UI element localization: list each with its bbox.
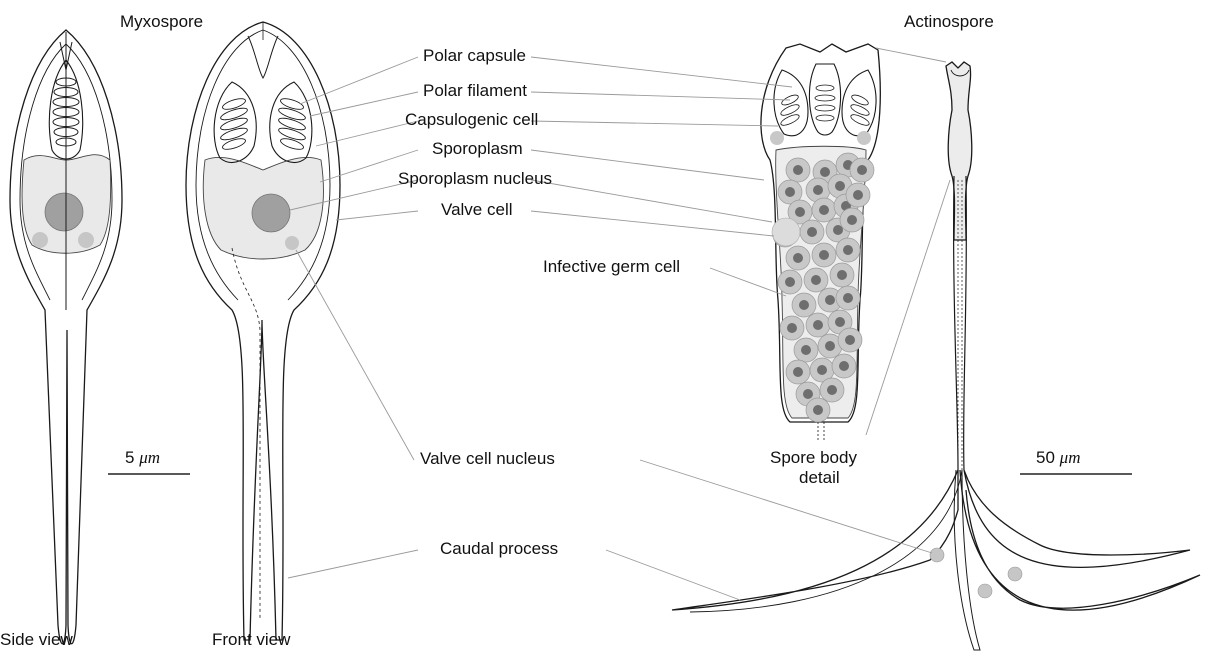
- side-view-valve-nucleus-right: [78, 232, 94, 248]
- germ-cell-nucleus: [811, 275, 821, 285]
- myxospore-heading: Myxospore: [120, 12, 203, 32]
- caudal-process-left: [672, 470, 958, 610]
- germ-cell-nucleus: [845, 335, 855, 345]
- germ-cell-nucleus: [825, 341, 835, 351]
- germ-cell-nucleus: [835, 181, 845, 191]
- label-sporoplasm-nucleus: Sporoplasm nucleus: [398, 169, 552, 189]
- germ-cell-nucleus: [825, 295, 835, 305]
- label-sporoplasm: Sporoplasm: [432, 139, 523, 159]
- germ-cell-nucleus: [785, 187, 795, 197]
- germ-cell-nucleus: [817, 365, 827, 375]
- detail-polar-capsule-right: [842, 70, 876, 136]
- germ-cell-nucleus: [813, 185, 823, 195]
- actinospore-head: [946, 62, 972, 240]
- germ-cell-nucleus: [813, 320, 823, 330]
- label-spore-body-detail-1: Spore body: [770, 448, 857, 468]
- detail-polar-filaments: [779, 85, 870, 127]
- germ-cell-nucleus: [843, 293, 853, 303]
- label-front-view: Front view: [212, 630, 290, 650]
- label-valve-cell-nucleus: Valve cell nucleus: [420, 449, 555, 469]
- front-view-polar-filaments: [219, 96, 306, 151]
- front-view-suture-dashed: [232, 248, 260, 620]
- actino-scale-value: 50: [1036, 448, 1055, 467]
- valve-cell-nucleus-b: [1008, 567, 1022, 581]
- myxo-scale-value: 5: [125, 448, 134, 467]
- myxospore-side-view: [10, 30, 122, 644]
- valve-cell-nucleus-a: [930, 548, 944, 562]
- detail-sporoplasm-nucleus: [772, 218, 800, 246]
- front-view-valve-nucleus: [285, 236, 299, 250]
- actinospore-heading: Actinospore: [904, 12, 994, 32]
- label-polar-capsule: Polar capsule: [423, 46, 526, 66]
- detail-polar-capsule-center: [809, 64, 840, 135]
- detail-capsulogenic-nucleus-left: [770, 131, 784, 145]
- germ-cell-nucleus: [799, 300, 809, 310]
- leader-polar-capsule-left: [300, 57, 418, 104]
- germ-cell-nucleus: [857, 165, 867, 175]
- caudal-process-left-inner: [690, 470, 962, 612]
- side-view-valve-nucleus-left: [32, 232, 48, 248]
- detail-polar-capsule-left: [774, 70, 808, 136]
- germ-cell-nucleus: [795, 207, 805, 217]
- germ-cell-nucleus: [835, 317, 845, 327]
- germ-cell-nucleus: [819, 250, 829, 260]
- detail-capsulogenic-nucleus-right: [857, 131, 871, 145]
- front-view-polar-capsule-right: [270, 82, 312, 162]
- front-view-sporoplasm-nucleus: [252, 194, 290, 232]
- front-view-polar-capsule-left: [214, 82, 256, 162]
- actino-scale-unit: μm: [1060, 448, 1081, 467]
- myxo-scale-unit: μm: [139, 448, 160, 467]
- caudal-process-right-upper: [964, 470, 1190, 567]
- germ-cell-nucleus: [793, 165, 803, 175]
- side-view-sporoplasm-nucleus: [45, 193, 83, 231]
- label-polar-filament: Polar filament: [423, 81, 527, 101]
- germ-cell-nucleus: [839, 361, 849, 371]
- germ-cell-nucleus: [807, 227, 817, 237]
- germ-cell-nucleus: [853, 190, 863, 200]
- label-capsulogenic-cell: Capsulogenic cell: [405, 110, 538, 130]
- germ-cell-nucleus: [801, 345, 811, 355]
- germ-cell-nucleus: [847, 215, 857, 225]
- label-caudal-process: Caudal process: [440, 539, 558, 559]
- germ-cell-nucleus: [813, 405, 823, 415]
- spore-body-detail: [761, 44, 880, 442]
- myxo-scale-label: 5 μm: [125, 448, 160, 468]
- germ-cell-nucleus: [843, 245, 853, 255]
- label-spore-body-detail-2: detail: [799, 468, 840, 488]
- leader-polar-capsule-right: [531, 57, 792, 87]
- valve-cell-nucleus-c: [978, 584, 992, 598]
- germ-cell-nucleus: [793, 367, 803, 377]
- germ-cell-nucleus: [820, 167, 830, 177]
- germ-cell-nucleus: [803, 389, 813, 399]
- label-valve-cell: Valve cell: [441, 200, 513, 220]
- label-infective-germ-cell: Infective germ cell: [543, 257, 680, 277]
- germ-cell-nucleus: [837, 270, 847, 280]
- actinospore-full: [672, 62, 1200, 650]
- germ-cell-nucleus: [793, 253, 803, 263]
- germ-cell-nucleus: [819, 205, 829, 215]
- germ-cell-nucleus: [785, 277, 795, 287]
- label-side-view: Side view: [0, 630, 73, 650]
- actino-scale-label: 50 μm: [1036, 448, 1080, 468]
- germ-cell-nucleus: [787, 323, 797, 333]
- germ-cell-nucleus: [827, 385, 837, 395]
